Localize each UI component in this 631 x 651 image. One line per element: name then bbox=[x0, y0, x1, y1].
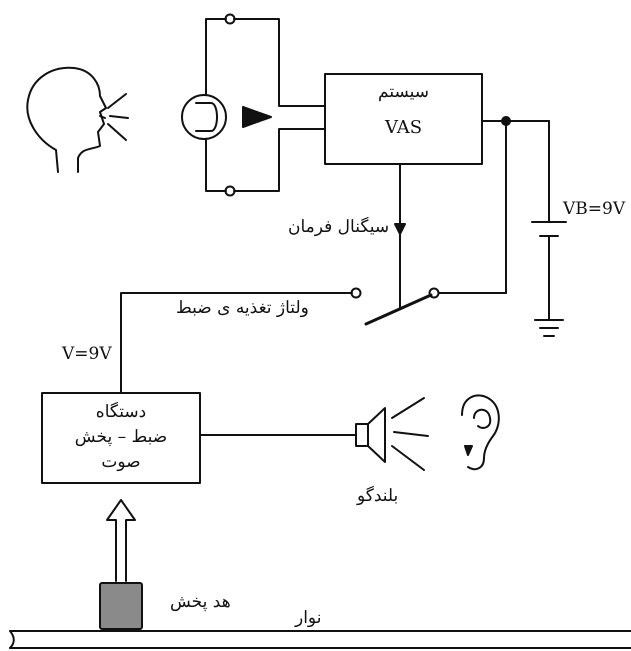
playback-head bbox=[99, 582, 143, 630]
vas-name: VAS bbox=[384, 117, 423, 138]
record-supply-voltage-label: ولتاژ تغذیه ی ضبط bbox=[176, 298, 309, 318]
mic-wires bbox=[205, 13, 326, 197]
speaking-head-icon bbox=[26, 66, 129, 173]
switch-circuit bbox=[120, 120, 507, 394]
vas-title: سیستم bbox=[378, 82, 429, 102]
recorder-box bbox=[41, 392, 201, 484]
battery-voltage-label: VB=9V bbox=[563, 199, 626, 219]
tape-label: نوار bbox=[295, 608, 322, 628]
supply-voltage-label: V=9V bbox=[62, 344, 112, 364]
command-signal-label: سیگنال فرمان bbox=[288, 217, 390, 237]
microphone-icon bbox=[181, 94, 227, 140]
vas-system-box bbox=[324, 73, 483, 165]
recorder-line-2: ضبط – پخش bbox=[74, 427, 168, 447]
recorder-line-1: دستگاه bbox=[95, 402, 147, 422]
recorder-line-3: صوت bbox=[101, 452, 141, 472]
speaker-label: بلندگو bbox=[357, 486, 399, 506]
tape bbox=[9, 630, 631, 649]
playback-head-label: هد پخش bbox=[170, 592, 231, 612]
speaker-icon bbox=[355, 397, 429, 471]
ear-icon bbox=[461, 394, 500, 471]
up-arrow-icon bbox=[106, 499, 136, 582]
arrow-right-icon bbox=[242, 106, 272, 128]
battery-circuit bbox=[481, 120, 567, 337]
